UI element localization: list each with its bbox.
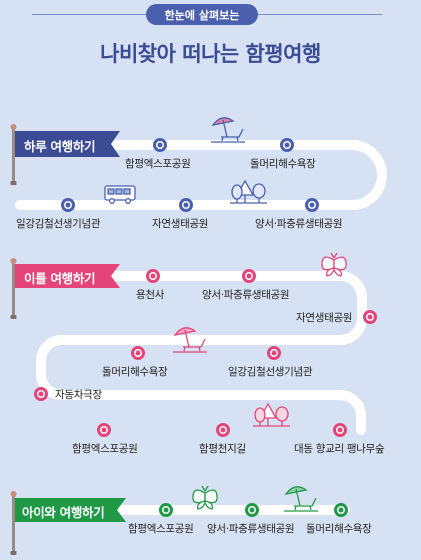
overnight-course-path — [36, 271, 367, 435]
beach-parasol-icon — [211, 117, 245, 143]
day-stop-label: 돌머리해수욕장 — [250, 158, 316, 170]
overnight-stop-label: 함평천지길 — [199, 443, 246, 455]
overnight-stop-label: 양서·파충류생태공원 — [202, 289, 290, 301]
beach-parasol-icon — [284, 486, 318, 512]
overnight-stop-label: 용천사 — [136, 289, 165, 301]
flag-pole-overnight — [10, 258, 17, 319]
bus-icon — [104, 185, 136, 204]
overnight-stop-label: 대동 향교리 팽나무숲 — [294, 443, 385, 455]
overnight-stop-label: 함평엑스포공원 — [72, 443, 138, 455]
header-badge-text: 한눈에 살펴보는 — [164, 9, 240, 22]
day-stop-label: 양서·파충류생태공원 — [255, 218, 343, 230]
day-course-path — [15, 140, 387, 210]
trees-icon — [253, 402, 290, 427]
overnight-stop-label: 자연생태공원 — [296, 312, 353, 324]
overnight-stop-label: 자동차극장 — [55, 389, 102, 401]
overnight-stop-label: 일강김철선생기념관 — [228, 366, 313, 378]
flag-pole-kids — [10, 491, 17, 555]
flag-pole-day — [10, 124, 17, 185]
flag-kids — [15, 498, 126, 522]
page-title: 나비찾아 떠나는 함평여행 — [100, 42, 321, 66]
flag-day — [15, 131, 120, 157]
overnight-stop-label: 돌머리해수욕장 — [102, 366, 168, 378]
kids-stop-label: 돌머리해수욕장 — [306, 523, 372, 535]
flag-overnight — [15, 264, 120, 288]
butterfly-icon — [321, 252, 347, 277]
day-course-title: 하루 여행하기 — [24, 139, 96, 154]
day-stop-label: 일강김철선생기념관 — [16, 218, 101, 230]
butterfly-icon — [192, 485, 218, 510]
kids-course-title: 아이와 여행하기 — [22, 505, 105, 520]
kids-stop-label: 양서·파충류생태공원 — [207, 523, 295, 535]
trees-icon — [230, 179, 267, 204]
day-stop-label: 함평엑스포공원 — [125, 158, 191, 170]
kids-stop-label: 함평엑스포공원 — [128, 523, 194, 535]
header-badge — [146, 4, 258, 25]
beach-parasol-icon — [173, 327, 207, 353]
overnight-course-title: 이틀 여행하기 — [24, 271, 96, 286]
kids-stop-node — [159, 503, 348, 517]
day-stop-label: 자연생태공원 — [152, 218, 209, 230]
